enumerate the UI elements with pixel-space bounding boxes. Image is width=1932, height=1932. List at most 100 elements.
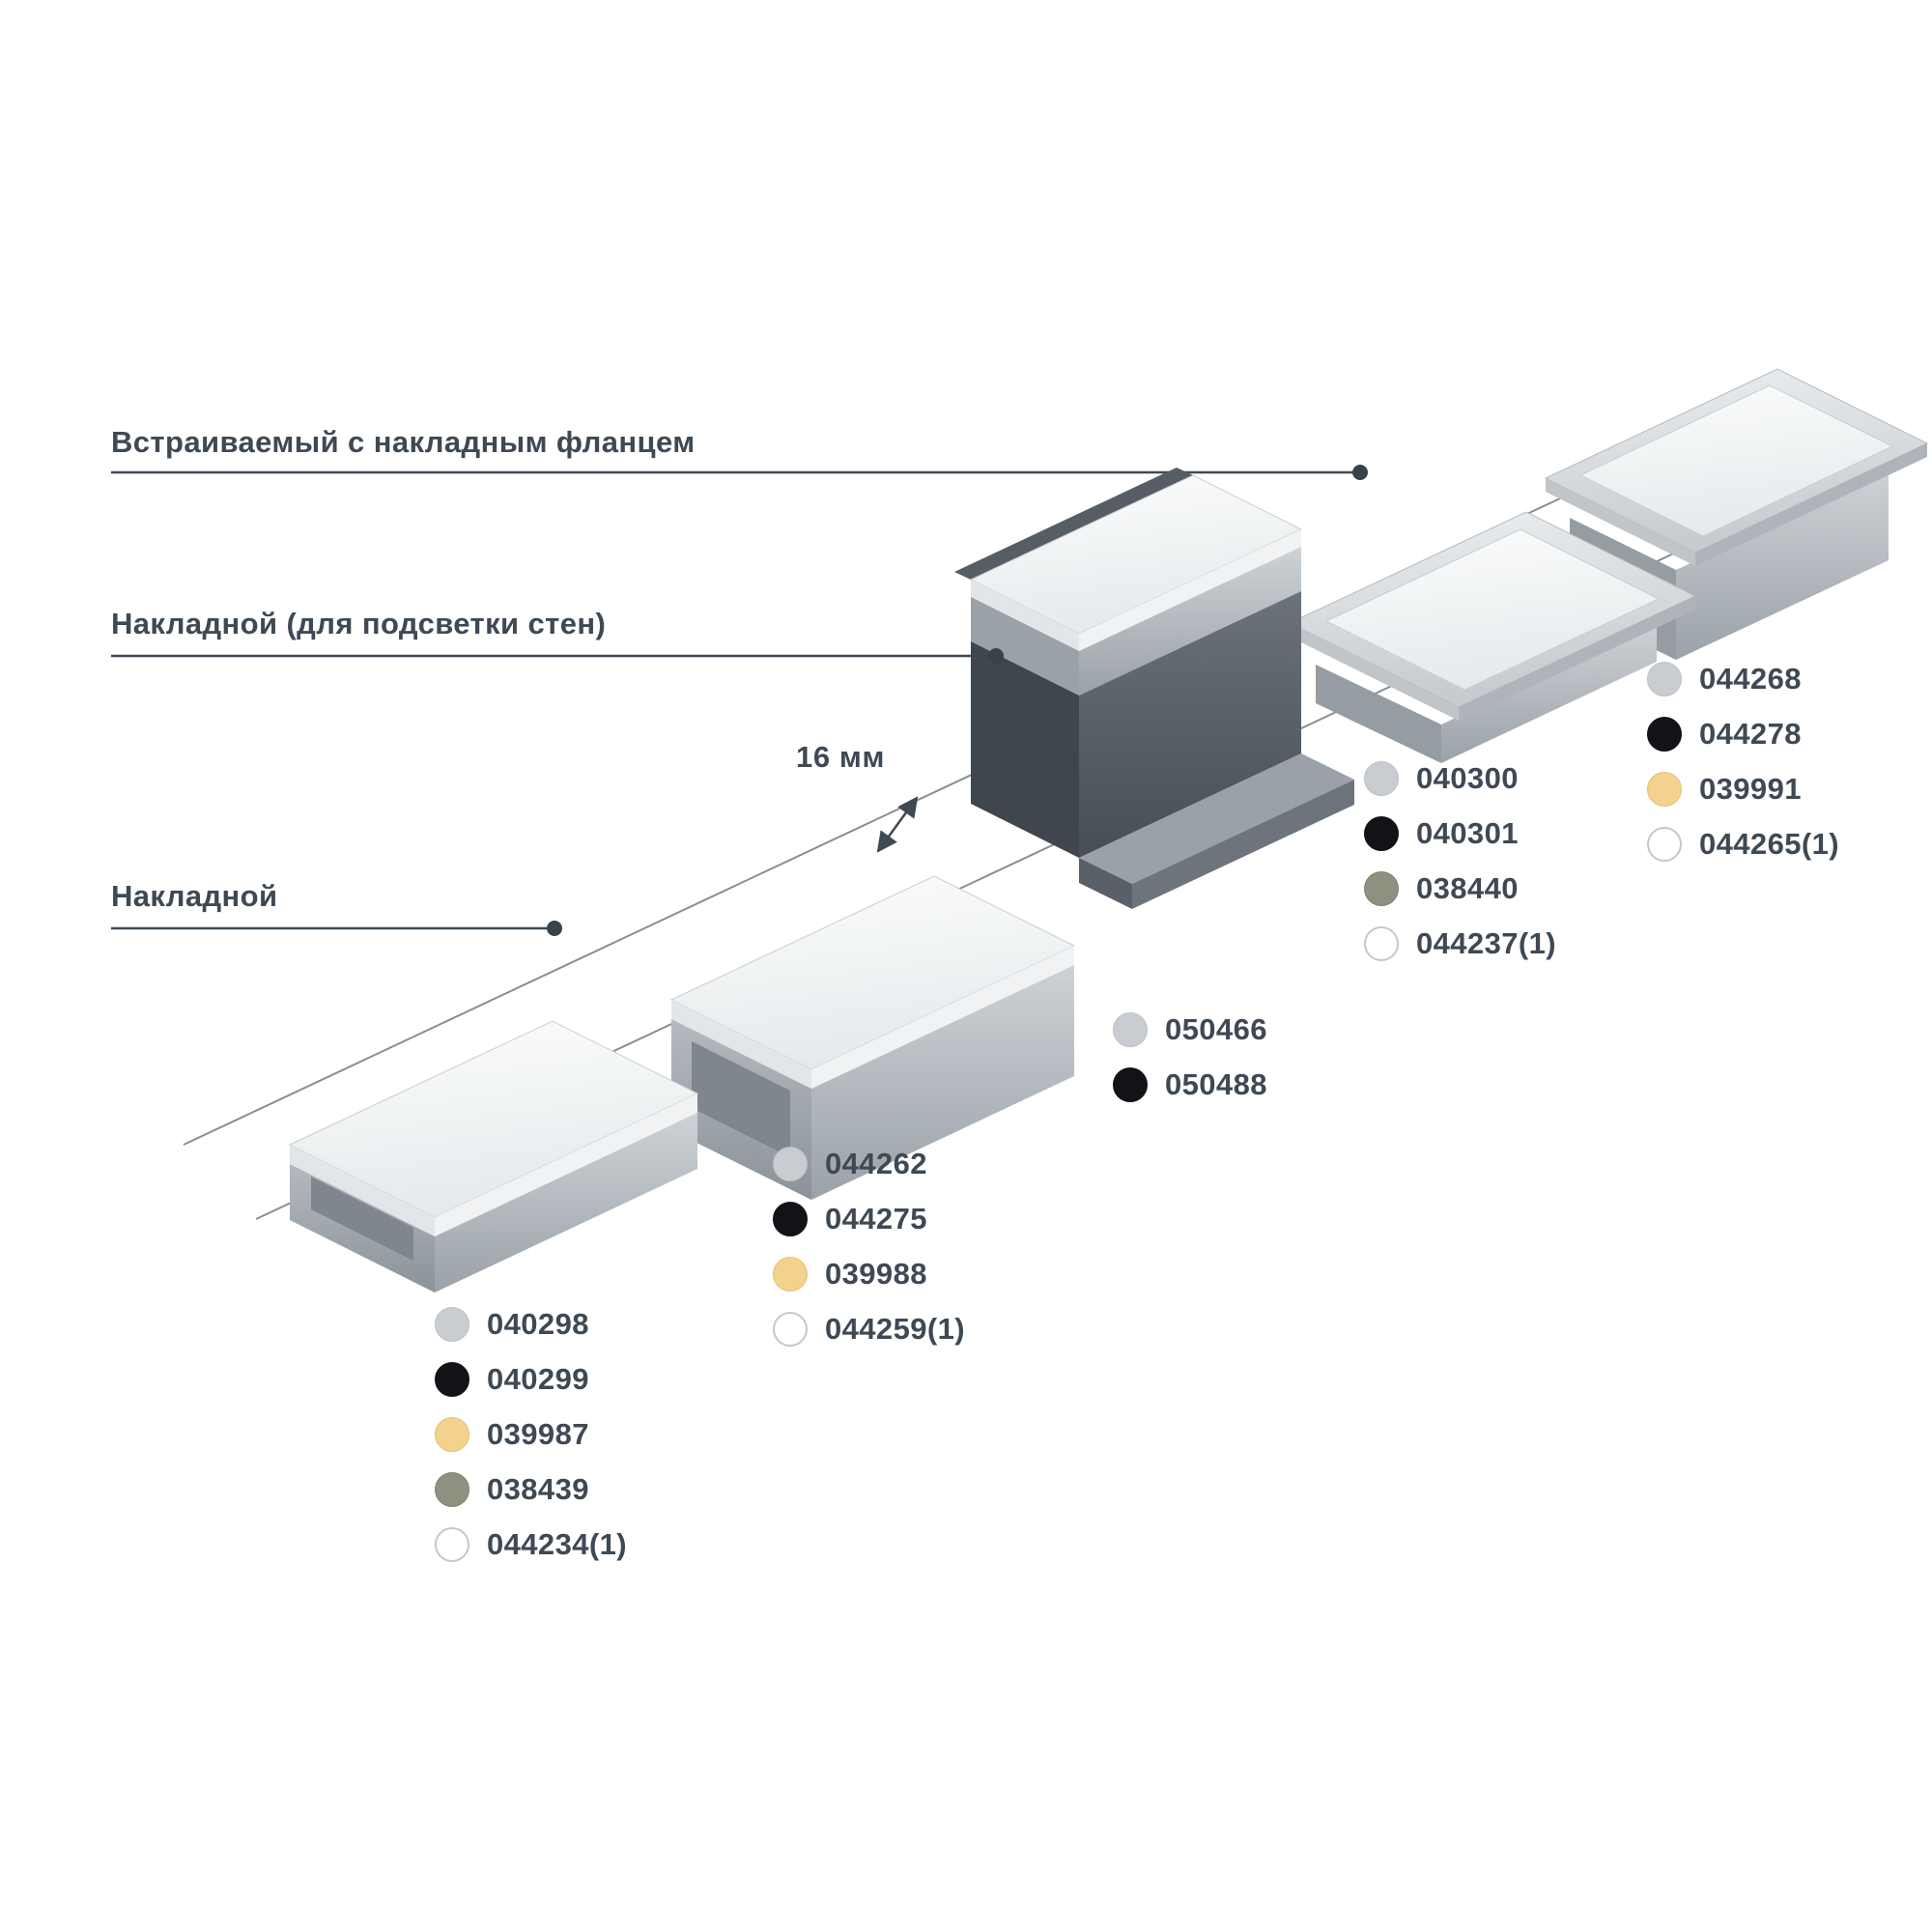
color-dot bbox=[435, 1417, 469, 1452]
wall-plate-end bbox=[971, 641, 1079, 858]
article-row: 039987 bbox=[435, 1416, 627, 1453]
article-code: 039991 bbox=[1699, 772, 1802, 806]
profile-body-end bbox=[1316, 665, 1441, 763]
article-code: 044278 bbox=[1699, 717, 1802, 751]
article-code: 044237(1) bbox=[1416, 926, 1556, 960]
article-code: 044275 bbox=[825, 1202, 927, 1236]
article-code: 050466 bbox=[1165, 1012, 1267, 1046]
color-dot bbox=[1647, 662, 1682, 696]
profile-recessed-low bbox=[1288, 511, 1697, 763]
profile-recessed-tall bbox=[1544, 368, 1929, 660]
article-group-surface-tall: 044262 044275 039988 044259(1) bbox=[773, 1146, 965, 1366]
hook-shelf-end bbox=[1079, 858, 1132, 909]
profile-body-face bbox=[1441, 623, 1657, 763]
label-surface: Накладной bbox=[111, 879, 278, 913]
profile-wall-washer bbox=[954, 468, 1354, 909]
article-row: 044234(1) bbox=[435, 1526, 627, 1563]
article-code: 040299 bbox=[487, 1362, 589, 1396]
diffuser-lip-end bbox=[671, 1000, 811, 1089]
article-row: 044262 bbox=[773, 1146, 965, 1182]
color-dot bbox=[1647, 717, 1682, 752]
article-row: 044259(1) bbox=[773, 1311, 965, 1348]
hook-shelf-front bbox=[1132, 780, 1354, 909]
article-code: 038439 bbox=[487, 1472, 589, 1506]
color-dot bbox=[435, 1307, 469, 1342]
color-dot bbox=[1364, 926, 1399, 961]
label-surface-wall: Накладной (для подсветки стен) bbox=[111, 607, 607, 640]
profile-flange-edge bbox=[1695, 443, 1927, 566]
label-recessed-flange: Встраиваемый с накладным фланцем bbox=[111, 425, 696, 459]
profile-body-face bbox=[435, 1113, 697, 1293]
color-dot bbox=[1364, 871, 1399, 906]
color-dot bbox=[435, 1472, 469, 1507]
diffuser-lip-front bbox=[1079, 529, 1301, 651]
color-dot bbox=[435, 1362, 469, 1397]
color-dot bbox=[773, 1312, 808, 1347]
article-row: 044278 bbox=[1647, 716, 1839, 753]
channel-body-end bbox=[971, 597, 1079, 696]
article-code: 040301 bbox=[1416, 816, 1519, 850]
wall-plate-face bbox=[1079, 591, 1301, 858]
article-row: 039988 bbox=[773, 1256, 965, 1293]
channel-body-face bbox=[1079, 547, 1301, 696]
wall-plate-top-edge bbox=[954, 468, 1193, 580]
color-dot bbox=[773, 1202, 808, 1236]
profile-diffuser bbox=[1578, 384, 1894, 537]
color-dot bbox=[1113, 1067, 1148, 1102]
article-row: 044275 bbox=[773, 1201, 965, 1237]
profile-body-face bbox=[811, 965, 1074, 1200]
article-row: 038439 bbox=[435, 1471, 627, 1508]
article-code: 038440 bbox=[1416, 871, 1519, 905]
profile-surface-low bbox=[288, 1020, 699, 1293]
article-code: 039987 bbox=[487, 1417, 589, 1451]
channel-opening bbox=[692, 1041, 790, 1157]
article-group-recessed-low: 040300 040301 038440 044237(1) bbox=[1364, 760, 1556, 980]
diffuser-lip-front bbox=[435, 1094, 697, 1236]
article-row: 040300 bbox=[1364, 760, 1556, 797]
article-code: 040300 bbox=[1416, 761, 1519, 795]
article-row: 044268 bbox=[1647, 661, 1839, 697]
article-row: 044237(1) bbox=[1364, 925, 1556, 962]
leader-dot-surface bbox=[547, 921, 562, 936]
dimension-label-16mm: 16 мм bbox=[796, 740, 885, 774]
article-row: 040299 bbox=[435, 1361, 627, 1398]
leader-dot-surface-wall bbox=[988, 648, 1004, 664]
diffuser-lip-front bbox=[811, 946, 1074, 1089]
profile-flange-end bbox=[1290, 623, 1459, 721]
color-dot bbox=[773, 1257, 808, 1292]
article-row: 038440 bbox=[1364, 870, 1556, 907]
article-group-surface-low: 040298 040299 039987 038439 044234(1) bbox=[435, 1306, 627, 1581]
article-code: 044259(1) bbox=[825, 1312, 965, 1346]
color-dot bbox=[1647, 827, 1682, 862]
hook-shelf-top bbox=[1079, 753, 1354, 884]
article-code: 040298 bbox=[487, 1307, 589, 1341]
article-row: 040301 bbox=[1364, 815, 1556, 852]
diffuser-lip-end bbox=[290, 1145, 435, 1236]
channel-opening bbox=[311, 1177, 413, 1261]
color-dot bbox=[435, 1527, 469, 1562]
color-dot bbox=[1364, 816, 1399, 851]
color-dot bbox=[773, 1147, 808, 1181]
article-code: 044262 bbox=[825, 1147, 927, 1180]
profile-body-face bbox=[1676, 470, 1889, 660]
profile-flange-edge bbox=[1459, 596, 1695, 721]
article-group-wall-washer: 050466 050488 bbox=[1113, 1011, 1267, 1122]
article-row: 039991 bbox=[1647, 771, 1839, 808]
dimension-arrow bbox=[876, 796, 919, 853]
diffuser-lip-end bbox=[971, 580, 1079, 651]
color-dot bbox=[1113, 1012, 1148, 1047]
color-dot bbox=[1364, 761, 1399, 796]
profile-diffuser bbox=[1324, 528, 1661, 691]
article-code: 044234(1) bbox=[487, 1527, 627, 1561]
article-row: 044265(1) bbox=[1647, 826, 1839, 863]
article-group-recessed-tall: 044268 044278 039991 044265(1) bbox=[1647, 661, 1839, 881]
profile-flange-end bbox=[1546, 478, 1695, 566]
color-dot bbox=[1647, 772, 1682, 807]
article-code: 044268 bbox=[1699, 662, 1802, 696]
leader-dot-recessed-flange bbox=[1352, 465, 1368, 480]
article-code: 039988 bbox=[825, 1257, 927, 1291]
article-row: 040298 bbox=[435, 1306, 627, 1343]
article-row: 050488 bbox=[1113, 1066, 1267, 1103]
article-row: 050466 bbox=[1113, 1011, 1267, 1048]
